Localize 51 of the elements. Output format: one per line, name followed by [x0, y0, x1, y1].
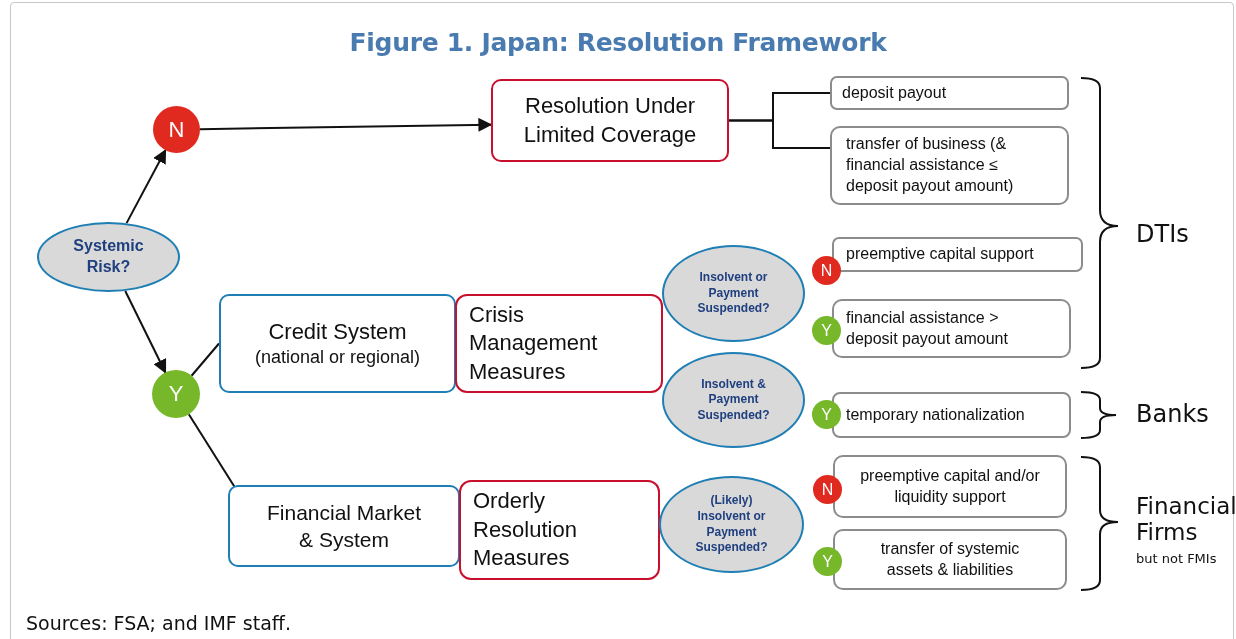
node-label: preemptive capital support — [846, 244, 1034, 265]
process-box — [491, 79, 729, 162]
node-label: Financial Market & System — [265, 499, 423, 553]
connector-line — [728, 119, 831, 150]
node-label: Insolvent & Payment Suspended? — [696, 376, 771, 424]
badge-letter: N — [820, 261, 833, 280]
connector-line — [187, 413, 236, 489]
process-box — [832, 299, 1071, 358]
node-label: deposit payout — [842, 82, 947, 103]
node-label: financial assistance > deposit payout amount — [846, 307, 1009, 349]
group-label: Banks — [1136, 401, 1210, 429]
answer-circle — [812, 256, 841, 285]
process-box — [832, 392, 1071, 438]
process-box — [830, 76, 1069, 110]
node-label: Insolvent or Payment Suspended? — [696, 270, 771, 317]
process-box — [833, 529, 1067, 590]
process-box — [832, 237, 1083, 272]
node-label: Resolution Under Limited Coverage — [522, 91, 698, 149]
group-label: Financial Firms — [1136, 493, 1236, 546]
node-label: transfer of business (& financial assistance ≤ deposit payout amount) — [846, 134, 1015, 196]
answer-circle — [152, 370, 200, 418]
group-label: but not FMIs — [1136, 552, 1218, 567]
node-label: preemptive capital and/or liquidity support — [859, 465, 1041, 507]
process-box — [833, 455, 1067, 518]
node-label: Credit System — [268, 317, 407, 346]
node-label: Crisis Management Measures — [469, 300, 599, 386]
node-label: (national or regional) — [254, 346, 421, 370]
process-box — [459, 480, 660, 580]
node-label: transfer of systemic assets & liabilities — [879, 538, 1021, 580]
badge-letter: Y — [822, 552, 833, 571]
process-box — [830, 126, 1069, 205]
badge-letter: N — [168, 116, 185, 143]
answer-circle — [153, 106, 200, 153]
badge-letter: Y — [821, 321, 832, 340]
node-label: temporary nationalization — [846, 404, 1025, 425]
connector-line — [190, 342, 220, 377]
process-box — [228, 485, 460, 567]
arrow — [124, 290, 167, 374]
badge-letter: Y — [168, 381, 184, 407]
process-box — [219, 294, 456, 393]
badge-letter: N — [821, 480, 834, 499]
node-label: (Likely) Insolvent or Payment Suspended? — [695, 493, 768, 556]
process-box — [455, 294, 663, 393]
arrow — [199, 117, 493, 132]
group-label: DTIs — [1136, 221, 1190, 249]
source-note: Sources: FSA; and IMF staff. — [26, 612, 291, 634]
arrow — [125, 149, 167, 225]
node-label: Orderly Resolution Measures — [473, 487, 578, 573]
badge-letter: Y — [821, 405, 832, 424]
node-label: Systemic Risk? — [72, 236, 145, 277]
figure-title: Figure 1. Japan: Resolution Framework — [348, 28, 888, 57]
